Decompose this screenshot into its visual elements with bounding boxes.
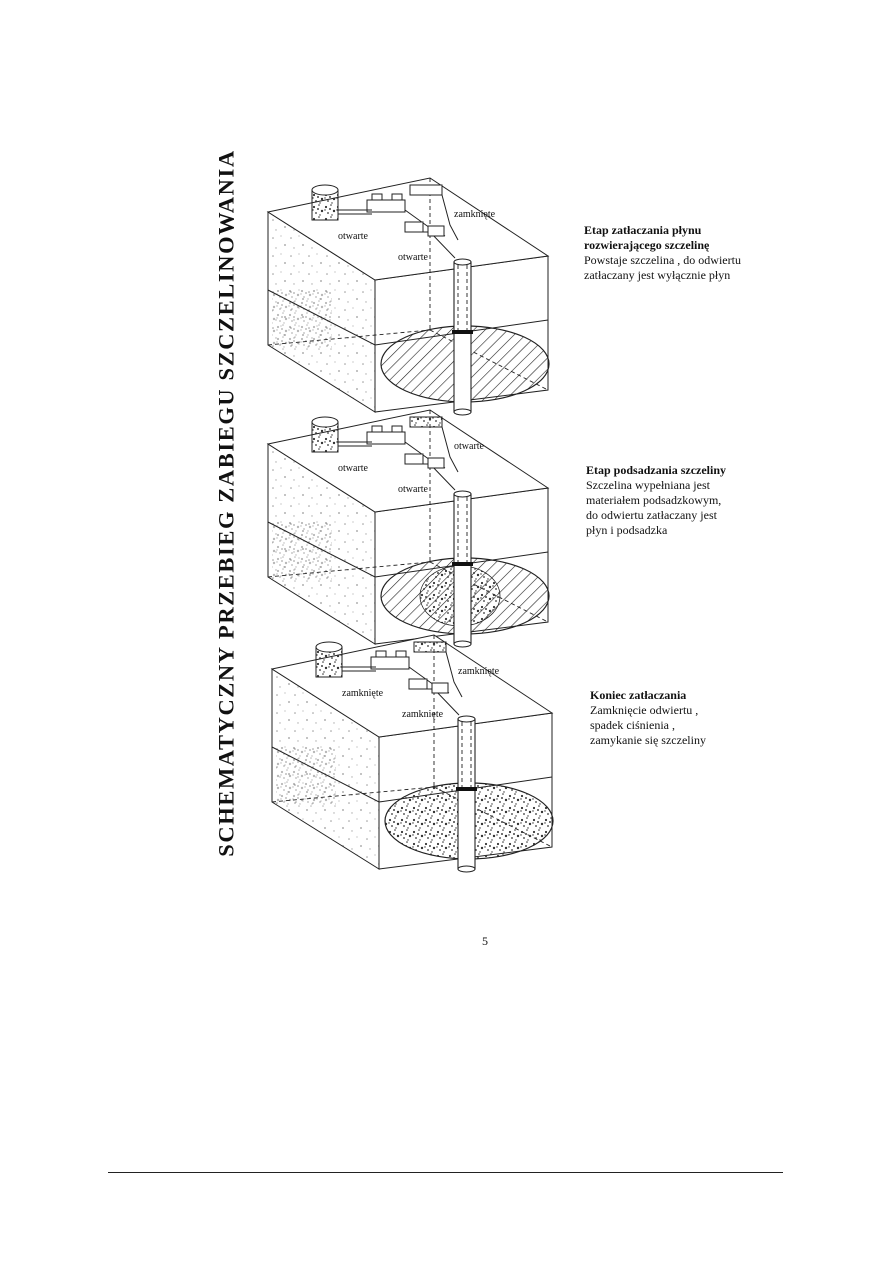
footer-rule xyxy=(108,1172,783,1173)
stage-1-text-line-2: zatłaczany jest wyłącznie płyn xyxy=(584,268,731,282)
feed-line xyxy=(338,209,372,215)
valve-label-3: zamknięte xyxy=(458,666,500,677)
valve-icon xyxy=(404,221,424,233)
valve-label-3: zamknięte xyxy=(454,209,496,220)
stage-2-text-line-2: materiałem podsadzkowym, xyxy=(586,493,722,507)
stage-2-heading: Etap podsadzania szczeliny xyxy=(586,463,727,477)
proppant-blender xyxy=(409,184,443,196)
proppant-blender xyxy=(413,641,447,653)
pump-icon xyxy=(366,193,406,213)
hidden-edge xyxy=(271,786,435,803)
valve-icon xyxy=(427,457,445,469)
valve-label-2: otwarte xyxy=(398,252,429,263)
wellbore-bottom xyxy=(453,640,472,648)
valve-label-1: otwarte xyxy=(338,463,369,474)
page-number: 5 xyxy=(482,934,488,948)
valve-label-1: otwarte xyxy=(338,231,369,242)
valve-icon xyxy=(404,453,424,465)
stage-3-text-line-2: spadek ciśnienia , xyxy=(590,718,675,732)
pump-icon xyxy=(366,425,406,445)
valve-label-2: zamknięte xyxy=(402,709,444,720)
packer xyxy=(452,562,473,566)
wellbore-top xyxy=(453,258,472,266)
stage-2-caption: Etap podsadzania szczeliny Szczelina wyp… xyxy=(586,463,836,538)
stage-3-caption: Koniec zatłaczania Zamknięcie odwiertu ,… xyxy=(590,688,840,748)
wellbore-top xyxy=(457,715,476,723)
block-diagram-stage-2: otwarte otwarte otwarte xyxy=(266,409,550,648)
packer xyxy=(452,330,473,334)
packer xyxy=(456,787,477,791)
stage-3-text-line-1: Zamknięcie odwiertu , xyxy=(590,703,699,717)
valve-icon xyxy=(427,225,445,237)
hidden-edge xyxy=(267,329,431,346)
stage-2-text-line-1: Szczelina wypełniana jest xyxy=(586,478,710,492)
stage-1-heading-line-2: rozwierającego szczelinę xyxy=(584,238,710,252)
stage-1-caption: Etap zatłaczania płynu rozwierającego sz… xyxy=(584,223,834,283)
stage-3-text-line-3: zamykanie się szczeliny xyxy=(590,733,706,747)
wellbore-bottom xyxy=(453,408,472,416)
valve-icon xyxy=(431,682,449,694)
tank-top xyxy=(311,184,339,196)
wellbore-icon xyxy=(453,493,472,645)
hidden-edge xyxy=(267,561,431,578)
valve-label-2: otwarte xyxy=(398,484,429,495)
block-diagram-stage-3: zamknięte zamknięte zamknięte xyxy=(270,634,554,873)
feed-line xyxy=(338,441,372,447)
wellbore-icon xyxy=(453,261,472,413)
feed-line xyxy=(342,666,376,672)
pump-icon xyxy=(370,650,410,670)
tank-top xyxy=(311,416,339,428)
wellbore-bottom xyxy=(457,865,476,873)
rock-texture xyxy=(276,747,336,807)
stage-3-heading: Koniec zatłaczania xyxy=(590,688,687,702)
rock-texture xyxy=(272,290,332,350)
wellbore-top xyxy=(453,490,472,498)
valve-icon xyxy=(408,678,428,690)
valve-label-3: otwarte xyxy=(454,441,485,452)
proppant-blender xyxy=(409,416,443,428)
tank-icon xyxy=(311,189,339,221)
stage-2-text-line-3: do odwiertu zatłaczany jest xyxy=(586,508,717,522)
valve-label-1: zamknięte xyxy=(342,688,384,699)
tank-top xyxy=(315,641,343,653)
stage-1-text-line-1: Powstaje szczelina , do odwiertu xyxy=(584,253,741,267)
wellbore-icon xyxy=(457,718,476,870)
rock-texture xyxy=(272,522,332,582)
stage-2-text-line-4: płyn i podsadzka xyxy=(586,523,668,537)
stage-1-heading-line-1: Etap zatłaczania płynu xyxy=(584,223,702,237)
block-diagram-stage-1: otwarte otwarte zamknięte xyxy=(266,177,550,416)
